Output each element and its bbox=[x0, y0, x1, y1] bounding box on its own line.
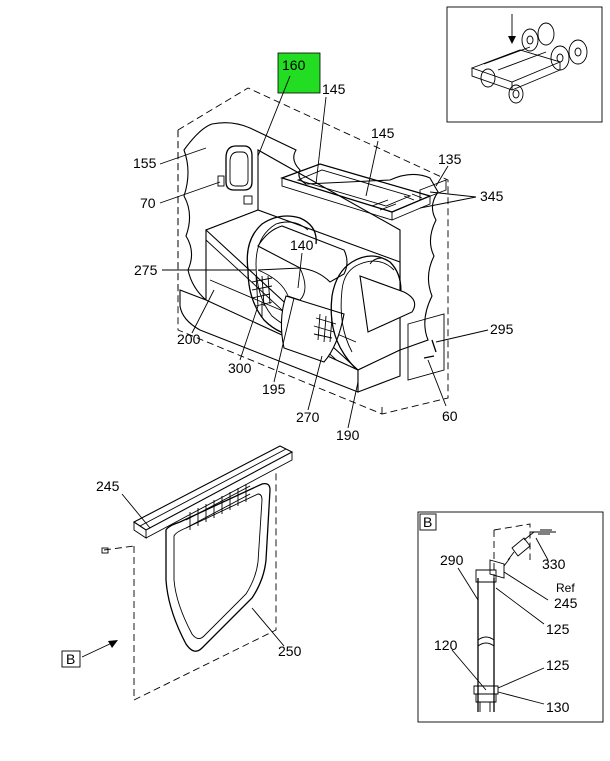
callout-245[interactable]: 245 bbox=[96, 478, 120, 494]
curtain-roll-right bbox=[331, 255, 402, 301]
callout-195[interactable]: 195 bbox=[262, 381, 286, 397]
callout-295[interactable]: 295 bbox=[490, 321, 514, 337]
callout-145-lower[interactable]: 145 bbox=[371, 125, 395, 141]
mattress bbox=[257, 225, 348, 283]
view-b-marker: B bbox=[61, 640, 118, 668]
curtain-phantom-outline bbox=[133, 470, 277, 701]
rear-window-frame bbox=[225, 145, 253, 191]
callout-275[interactable]: 275 bbox=[134, 262, 158, 278]
truck-chassis-icon bbox=[470, 14, 588, 104]
callout-160[interactable]: 160 bbox=[282, 57, 306, 73]
callout-250[interactable]: 250 bbox=[278, 643, 302, 659]
callout-70[interactable]: 70 bbox=[140, 195, 156, 211]
detail-b-callout-125-upper[interactable]: 125 bbox=[546, 621, 570, 637]
callout-145-upper[interactable]: 145 bbox=[322, 81, 346, 97]
detail-b-callout-330[interactable]: 330 bbox=[542, 556, 566, 572]
window-latch bbox=[217, 175, 225, 187]
callout-labels: 160 145 145 135 155 70 345 140 275 295 2… bbox=[133, 57, 514, 443]
view-b-marker-label: B bbox=[66, 651, 75, 667]
callout-155[interactable]: 155 bbox=[133, 155, 157, 171]
clip-295 bbox=[431, 339, 437, 353]
callout-140[interactable]: 140 bbox=[290, 237, 314, 253]
cab-phantom-outline bbox=[177, 87, 449, 415]
callout-200[interactable]: 200 bbox=[177, 331, 201, 347]
callout-345[interactable]: 345 bbox=[480, 188, 504, 204]
detail-b-fastener bbox=[503, 529, 556, 567]
sleeper-cab-assembly bbox=[177, 87, 449, 415]
curtain-panel bbox=[280, 295, 345, 363]
cab-rear-wall bbox=[183, 122, 439, 351]
wall-switch bbox=[243, 195, 253, 205]
detail-b-callout-290[interactable]: 290 bbox=[440, 552, 464, 568]
curtain-roll-left bbox=[246, 215, 317, 271]
callout-300[interactable]: 300 bbox=[228, 360, 252, 376]
leader-lines bbox=[159, 75, 489, 429]
curtain-hooks bbox=[185, 484, 251, 530]
curtain-net-300 bbox=[251, 275, 273, 307]
detail-b-post bbox=[473, 559, 505, 712]
truck-locator-inset bbox=[446, 6, 603, 123]
detail-b-frame bbox=[417, 511, 604, 723]
callout-60[interactable]: 60 bbox=[442, 408, 458, 424]
detail-b-callout-130[interactable]: 130 bbox=[546, 699, 570, 715]
callout-160-highlight bbox=[277, 52, 321, 94]
detail-b-title: B bbox=[423, 514, 432, 530]
track-end-clip bbox=[101, 547, 109, 554]
callout-135[interactable]: 135 bbox=[438, 151, 462, 167]
curtain-track-assembly bbox=[101, 445, 294, 701]
detail-b-callout-120[interactable]: 120 bbox=[434, 637, 458, 653]
inset-frame bbox=[446, 6, 603, 123]
detail-b-callout-245[interactable]: 245 bbox=[554, 595, 578, 611]
curtain-250 bbox=[165, 482, 271, 652]
detail-b-ref-note: Ref bbox=[556, 581, 575, 595]
detail-b-callout-125-lower[interactable]: 125 bbox=[546, 657, 570, 673]
screw-60 bbox=[423, 355, 435, 359]
side-access-panel bbox=[407, 313, 445, 381]
callout-270[interactable]: 270 bbox=[296, 409, 320, 425]
detail-b-inset: B 290 33 bbox=[417, 511, 604, 723]
callout-190[interactable]: 190 bbox=[336, 427, 360, 443]
